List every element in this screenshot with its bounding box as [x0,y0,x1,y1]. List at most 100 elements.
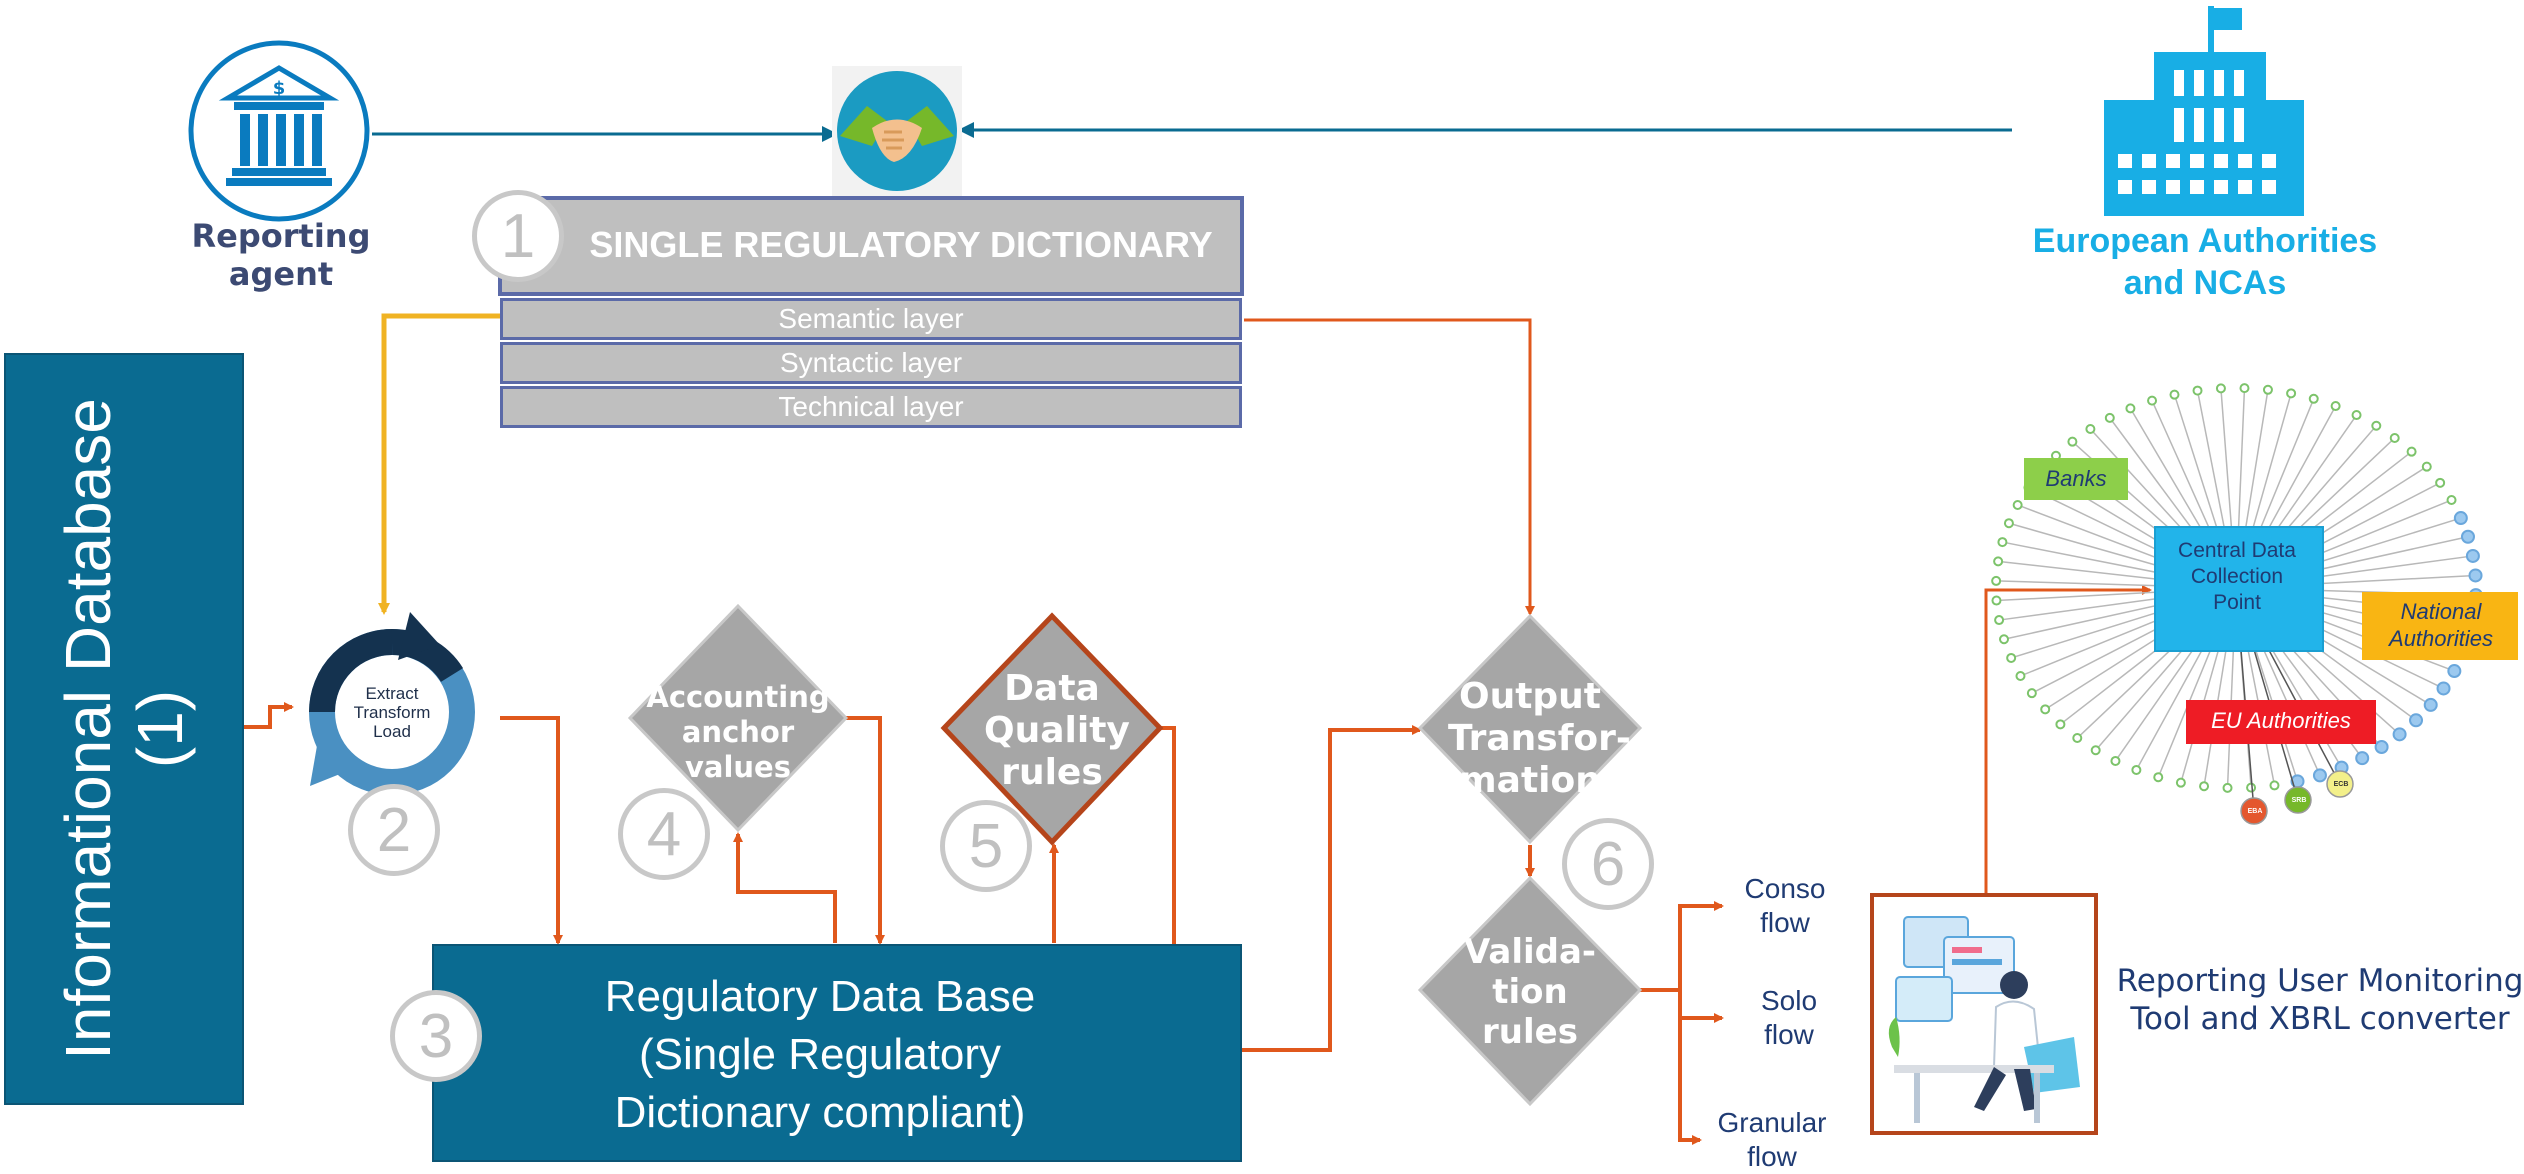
network-node [2406,446,2417,457]
network-node [2392,727,2407,742]
network-node [1991,595,2002,606]
network-node [2246,782,2257,793]
regulatory-db: Regulatory Data Base (Single Regulatory … [432,944,1242,1162]
network-node [2199,781,2210,792]
etl-to-regdb-arrow [500,716,563,945]
network-node [1997,537,2008,548]
reporting-user-label: Reporting User Monitoring Tool and XBRL … [2116,963,2524,1037]
validation-diamond [1417,875,1643,1107]
solo-flow-label: Solo flow [1760,985,1818,1050]
user-computer-icon [1870,893,2098,1135]
network-node [2003,518,2014,529]
srd-to-etl-arrow [378,313,500,615]
informational-database: Informational Database (1) [4,353,244,1105]
network-authority-node [2326,770,2354,798]
network-node [2067,436,2078,447]
accounting-to-regdb-arrow [845,716,885,945]
network-node [2436,681,2451,696]
validation-to-granular-arrow [1678,990,1702,1145]
network-node [2308,393,2319,404]
network-node [2409,713,2424,728]
srd-header: SINGLE REGULATORY DICTIONARY [498,196,1244,296]
handshake-icon [832,66,962,196]
etl-cycle-icon [309,612,475,795]
network-node [2389,432,2400,443]
srd-syntactic-layer: Syntactic layer [500,342,1242,384]
output-label: Output Transfor- mation [1448,676,1631,801]
regdb-to-accounting-arrow [733,832,837,943]
national-label: National Authorities [2389,599,2493,651]
network-node [2040,704,2051,715]
network-node [2447,664,2462,679]
network-node [2169,389,2180,400]
network-node [2262,384,2273,395]
network-node [2055,719,2066,730]
network-node [2371,420,2382,431]
etl-number: 2 [348,784,440,876]
output-number: 6 [1562,818,1654,910]
network-node [2192,385,2203,396]
user-to-cdcp-arrow [1984,585,2152,893]
network-node [1993,556,2004,567]
network-node [2355,751,2370,766]
srd-to-output-arrow [1244,318,1535,616]
srd-technical-layer: Technical layer [500,386,1242,428]
informational-database-label: Informational Database (1) [52,398,196,1060]
network-node [2175,777,2186,788]
banks-tag [2024,458,2128,500]
dq-number: 5 [940,800,1032,892]
regulatory-db-number: 3 [390,990,482,1082]
network-node [2435,477,2446,488]
accounting-number: 4 [618,788,710,880]
european-authorities-label: European Authorities and NCAs [2032,222,2378,302]
network-node [2125,403,2136,414]
network-node [2026,688,2037,699]
network-authority-node [2240,797,2268,825]
network-node [1999,634,2010,645]
network-node [2085,424,2096,435]
network-node [2153,772,2164,783]
granular-flow-label: Granular flow [1717,1107,1827,1172]
network-node [2460,529,2475,544]
network-node [2286,388,2297,399]
network-node [2147,395,2158,406]
conso-flow-label: Conso flow [1744,873,1826,938]
ecb-node-label: ECB [2333,781,2349,788]
svg-text:$: $ [273,78,286,99]
dq-to-regdb-arrow [1160,726,1179,964]
eu-tag [2186,700,2376,744]
eba-node-label: EBA [2247,808,2263,815]
network-node [2269,780,2280,791]
network-node [2110,755,2121,766]
srd-number: 1 [472,190,564,282]
output-diamond [1417,613,1643,845]
network-node [2072,733,2083,744]
validation-to-conso-arrow [1638,901,1724,992]
network-node [1994,615,2005,626]
dq-label: Data Quality rules [984,668,1130,793]
srd-semantic-layer: Semantic layer [500,298,1242,340]
banks-label: Banks [2045,466,2107,491]
network-node [2446,495,2457,506]
network-node [2468,568,2483,583]
network-node [2421,461,2432,472]
infodb-to-etl-arrow [240,702,294,729]
regdb-to-output-arrow [1238,725,1422,1052]
srd-title: SINGLE REGULATORY DICTIONARY [589,224,1213,265]
building-icon [2090,4,2304,216]
national-tag [2362,592,2518,660]
cdcp-label: Central Data Collection Point [2178,539,2296,614]
regulatory-db-label: Regulatory Data Base (Single Regulatory … [604,972,1036,1137]
network-node [2351,410,2362,421]
network-node [2006,652,2017,663]
bank-icon: $ [188,40,370,222]
eu-label: EU Authorities [2211,708,2351,733]
network-node [2374,739,2389,754]
network-node [2239,383,2250,394]
network-node [2330,401,2341,412]
cdcp-box [2154,526,2324,652]
network-node [2131,764,2142,775]
network-node [2012,499,2023,510]
network-node [1991,575,2002,586]
